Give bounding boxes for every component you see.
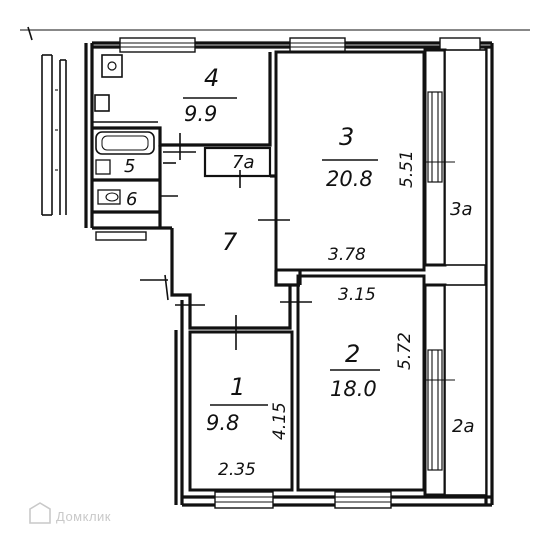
room-3-width: 3.78 [328,245,366,265]
room-1-number: 1 [230,373,245,401]
room-4-area: 9.9 [184,102,217,126]
neighbor-3a-label: 3a [450,199,472,220]
room-2-walls [296,274,426,492]
bathroom-walls [92,131,162,228]
left-hatching [41,54,67,216]
room-7a-number: 7a [232,152,254,173]
corridor-walls [92,174,302,330]
room-7-number: 7 [222,228,238,256]
room-1-depth: 4.15 [270,402,290,440]
kitchen-fixtures [94,54,123,112]
top-left-tick [27,26,33,41]
neighbor-2a-label: 2a [452,416,474,437]
room-3-walls [274,50,426,272]
room-3-depth: 5.51 [397,150,417,188]
room-2-area: 18.0 [330,377,377,401]
room-1-area: 9.8 [206,411,239,435]
watermark: Домклик [29,502,111,524]
bottom-windows [214,491,392,509]
watermark-text: Домклик [56,509,111,524]
room-1-width: 2.35 [218,460,256,480]
room-5-number: 5 [124,156,135,177]
room-2-width: 3.15 [338,285,376,305]
room-2-depth: 5.72 [395,332,415,370]
room-7a-walls [203,146,272,178]
house-icon [29,502,51,524]
room-4-number: 4 [204,64,219,92]
door-ticks [160,133,312,350]
room-3-number: 3 [339,123,354,151]
right-neighbor-rooms [423,48,487,497]
room-1-walls [188,330,294,492]
room-3-area: 20.8 [326,167,373,191]
room-6-number: 6 [126,189,137,210]
room-2-number: 2 [345,340,360,368]
